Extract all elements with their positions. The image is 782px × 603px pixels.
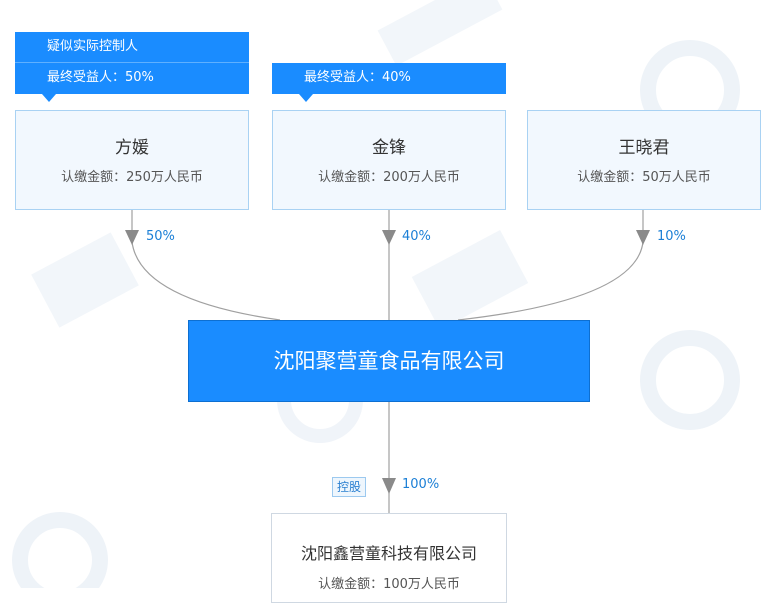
beneficiary-label: 最终受益人：50% [47,70,154,85]
tag-divider [15,62,249,63]
shareholder-card[interactable]: 王晓君 认缴金额：50万人民币 [527,110,761,210]
share-percent: 50% [146,229,175,244]
holding-badge: 控股 [332,477,367,497]
shareholder-name: 王晓君 [618,138,670,158]
arrow-down-icon [636,230,650,245]
connector-lines [125,210,650,513]
controller-tag: 疑似实际控制人 最终受益人：50% [15,32,249,94]
subsidiary-percent: 100% [402,477,440,492]
tag-pointer-icon [299,94,313,102]
subsidiary-name: 沈阳鑫营童科技有限公司 [300,544,477,563]
shareholder-name: 方媛 [115,138,149,158]
subscribed-amount: 认缴金额：50万人民币 [577,170,711,185]
share-percent: 10% [657,229,686,244]
subscribed-amount: 认缴金额：250万人民币 [61,170,203,185]
tag-pointer-icon [42,94,56,102]
arrow-down-icon [382,478,396,494]
subscribed-amount: 认缴金额：100万人民币 [318,577,460,592]
shareholder-card[interactable]: 金锋 认缴金额：200万人民币 [272,110,506,210]
beneficiary-tag: 最终受益人：40% [272,63,506,94]
subscribed-amount: 认缴金额：200万人民币 [318,170,460,185]
main-company-box[interactable]: 沈阳聚营童食品有限公司 [188,320,590,402]
arrow-down-icon [125,230,139,245]
shareholder-card[interactable]: 方媛 认缴金额：250万人民币 [15,110,249,210]
connector-wangxiaojun [457,210,644,321]
arrow-down-icon [382,230,396,245]
actual-controller-label: 疑似实际控制人 [47,39,139,54]
connector-fangyuan [131,210,281,321]
shareholder-name: 金锋 [372,138,406,158]
subsidiary-card[interactable]: 沈阳鑫营童科技有限公司 认缴金额：100万人民币 [271,513,507,603]
share-percent: 40% [402,229,431,244]
